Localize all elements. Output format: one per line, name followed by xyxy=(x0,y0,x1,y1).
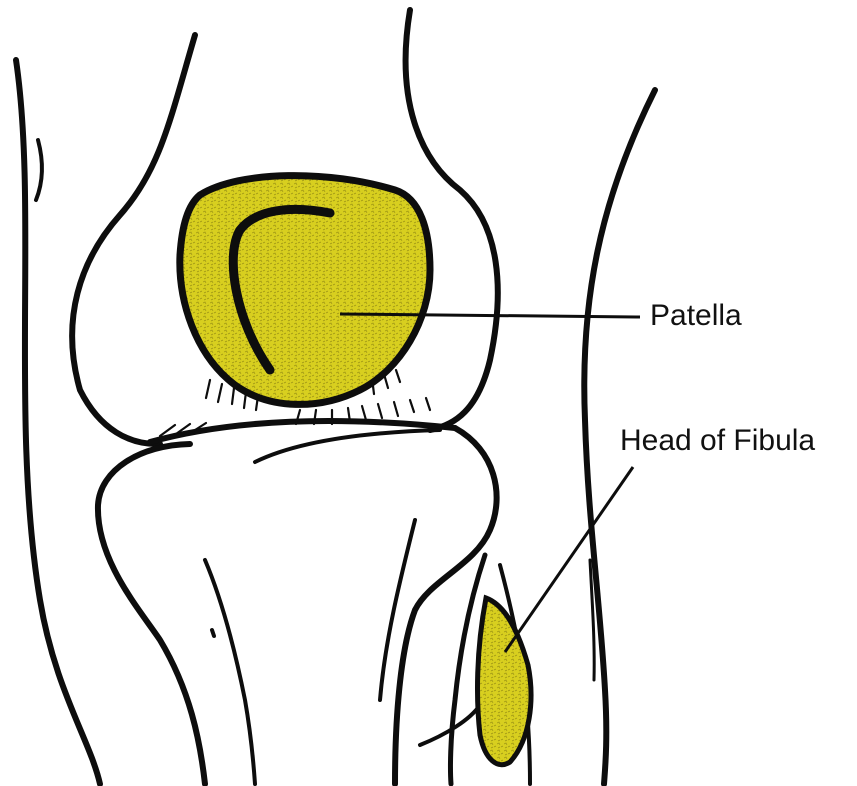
left-contour-tick xyxy=(36,140,42,200)
tibia-contour xyxy=(98,444,205,784)
left-leg-contour xyxy=(16,60,100,784)
patella-label: Patella xyxy=(650,301,742,331)
joint-line-lower xyxy=(255,430,440,462)
femur-left-contour xyxy=(72,35,195,444)
fibula-head-shape xyxy=(478,598,531,765)
tibia-shaft-line-right xyxy=(380,520,415,700)
tibia-shaft-line-left xyxy=(205,560,255,784)
fibula-head-label: Head of Fibula xyxy=(620,426,815,456)
tibia-small-mark xyxy=(212,630,214,636)
fibula-leader-line xyxy=(505,467,633,652)
